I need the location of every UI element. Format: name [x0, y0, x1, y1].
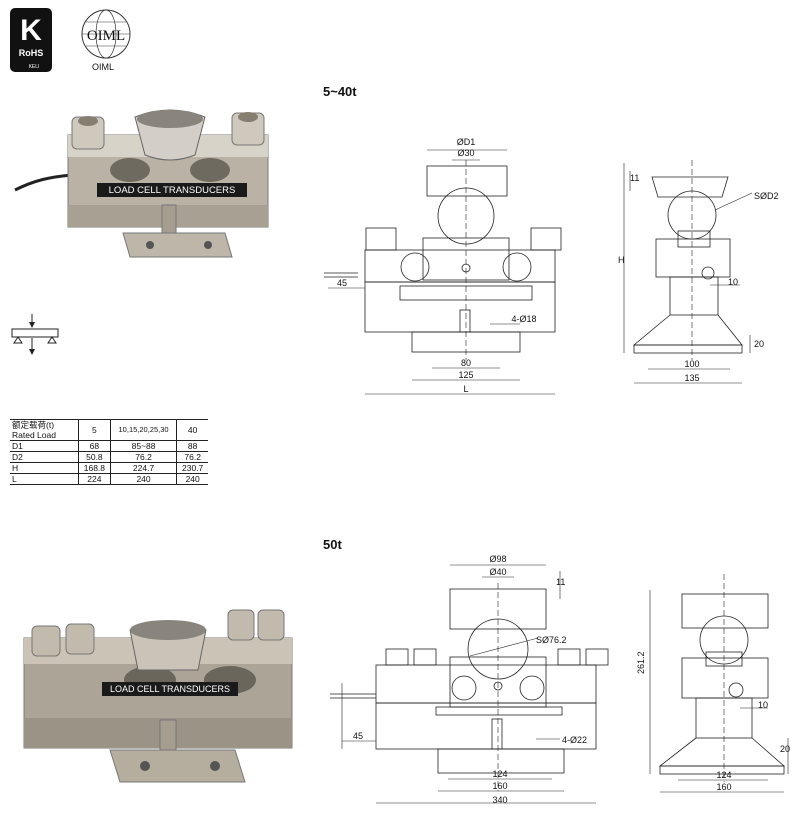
table-cell: 240 — [109, 473, 177, 485]
dim-10-b: 10 — [758, 700, 768, 710]
dim-80: 80 — [461, 358, 471, 368]
table-cell: 76.2 — [176, 451, 208, 463]
svg-text:KELI: KELI — [29, 64, 40, 70]
dim-d1: ØD1 — [457, 137, 476, 147]
table-cell: L — [10, 473, 79, 485]
table-row: H 168.8 224.7 230.7 — [10, 462, 208, 474]
header-label-en: Rated Load — [12, 430, 56, 440]
dim-d98: Ø98 — [489, 554, 506, 564]
dim-20-b: 20 — [780, 744, 790, 754]
load-direction-symbol — [11, 314, 59, 355]
oiml-caption: OIML — [92, 62, 115, 72]
dim-100: 100 — [684, 359, 699, 369]
dim-h: H — [618, 255, 625, 265]
svg-text:OIML: OIML — [87, 28, 125, 44]
dim-20: 20 — [754, 339, 764, 349]
rated-load-table: 额定载荷(t) Rated Load 5 10,15,20,25,30 40 D… — [10, 419, 208, 485]
side-view-drawing-50t: 261.2 10 20 124 160 — [636, 574, 790, 793]
dim-125: 125 — [458, 370, 473, 380]
table-header-cell: 10,15,20,25,30 — [109, 419, 177, 441]
product-label-2: LOAD CELL TRANSDUCERS — [110, 684, 230, 694]
svg-text:RoHS: RoHS — [19, 48, 44, 58]
dim-holes: 4-Ø18 — [511, 314, 536, 324]
table-cell: 224.7 — [109, 462, 177, 474]
dim-135: 135 — [684, 373, 699, 383]
product-photo-50t: LOAD CELL TRANSDUCERS — [23, 609, 293, 783]
header-label-cn: 额定载荷(t) — [12, 420, 55, 430]
table-cell: 50.8 — [78, 451, 111, 463]
table-row: D2 50.8 76.2 76.2 — [10, 451, 208, 463]
dim-sd2: SØD2 — [754, 191, 779, 201]
table-cell: D1 — [10, 440, 79, 452]
dim-l: L — [463, 384, 468, 394]
front-view-drawing-5-40t: ØD1 Ø30 45 4-Ø18 80 125 L — [324, 137, 562, 395]
table-header-cell: 5 — [78, 419, 111, 441]
dim-11-b: 11 — [556, 577, 565, 587]
section-title-5-40t: 5~40t — [323, 84, 357, 99]
oiml-logo: OIML — [81, 9, 131, 59]
product-photo-5-40t: LOAD CELL TRANSDUCERS — [14, 109, 269, 258]
dim-holes-b: 4-Ø22 — [562, 735, 587, 745]
product-label-1: LOAD CELL TRANSDUCERS — [109, 185, 236, 196]
table-header-row: 额定载荷(t) Rated Load 5 10,15,20,25,30 40 — [10, 419, 208, 441]
section-title-50t: 50t — [323, 537, 342, 552]
table-header-cell: 40 — [176, 419, 208, 441]
dim-124-b: 124 — [716, 770, 731, 780]
dim-340: 340 — [492, 795, 507, 805]
table-cell: 68 — [78, 440, 111, 452]
table-cell: D2 — [10, 451, 79, 463]
front-view-drawing-50t: Ø98 Ø40 11 SØ76.2 45 4-Ø22 124 160 340 — [330, 554, 609, 805]
table-cell: 85~88 — [109, 440, 177, 452]
side-view-drawing-5-40t: SØD2 H 11 10 20 100 135 — [618, 160, 779, 384]
dim-261: 261.2 — [636, 651, 646, 674]
table-cell: 224 — [78, 473, 111, 485]
dim-10: 10 — [728, 277, 738, 287]
dim-d30: Ø30 — [457, 148, 474, 158]
table-row: L 224 240 240 — [10, 473, 208, 485]
table-header-label: 额定载荷(t) Rated Load — [10, 419, 79, 441]
table-cell: 76.2 — [109, 451, 177, 463]
table-row: D1 68 85~88 88 — [10, 440, 208, 452]
svg-text:K: K — [20, 14, 42, 47]
k-rohs-logo: K RoHS KELI — [10, 8, 52, 72]
table-cell: H — [10, 462, 79, 474]
dim-160: 160 — [492, 781, 507, 791]
dim-160-b: 160 — [716, 782, 731, 792]
table-cell: 230.7 — [176, 462, 208, 474]
dim-11: 11 — [630, 173, 639, 183]
table-cell: 168.8 — [78, 462, 111, 474]
dim-124: 124 — [492, 769, 507, 779]
table-cell: 88 — [176, 440, 208, 452]
dim-sd76: SØ76.2 — [536, 635, 567, 645]
dim-45-b: 45 — [353, 731, 363, 741]
dim-d40: Ø40 — [489, 567, 506, 577]
table-cell: 240 — [176, 473, 208, 485]
dim-45: 45 — [337, 278, 347, 288]
